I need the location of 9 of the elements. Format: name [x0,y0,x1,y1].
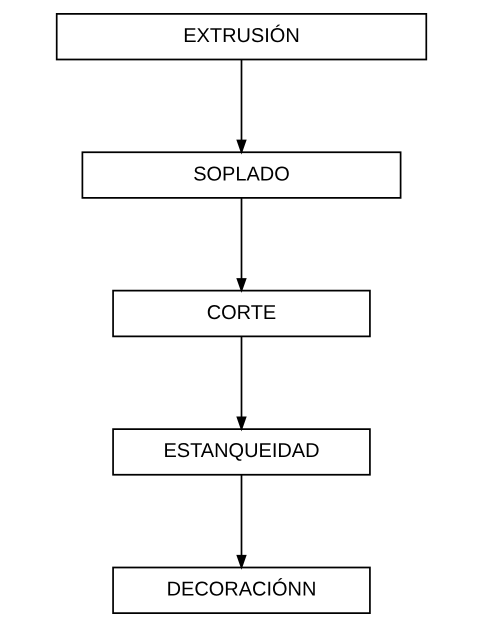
arrow [236,475,246,570]
arrow [236,336,246,432]
node-box: SOPLADO [81,151,401,199]
arrow [236,198,246,293]
arrow [236,60,246,155]
node-box: DECORACIÓNN [112,566,370,614]
node-box: CORTE [112,290,370,338]
node-box: EXTRUSIÓN [55,12,427,60]
node-box: ESTANQUEIDAD [112,428,370,476]
